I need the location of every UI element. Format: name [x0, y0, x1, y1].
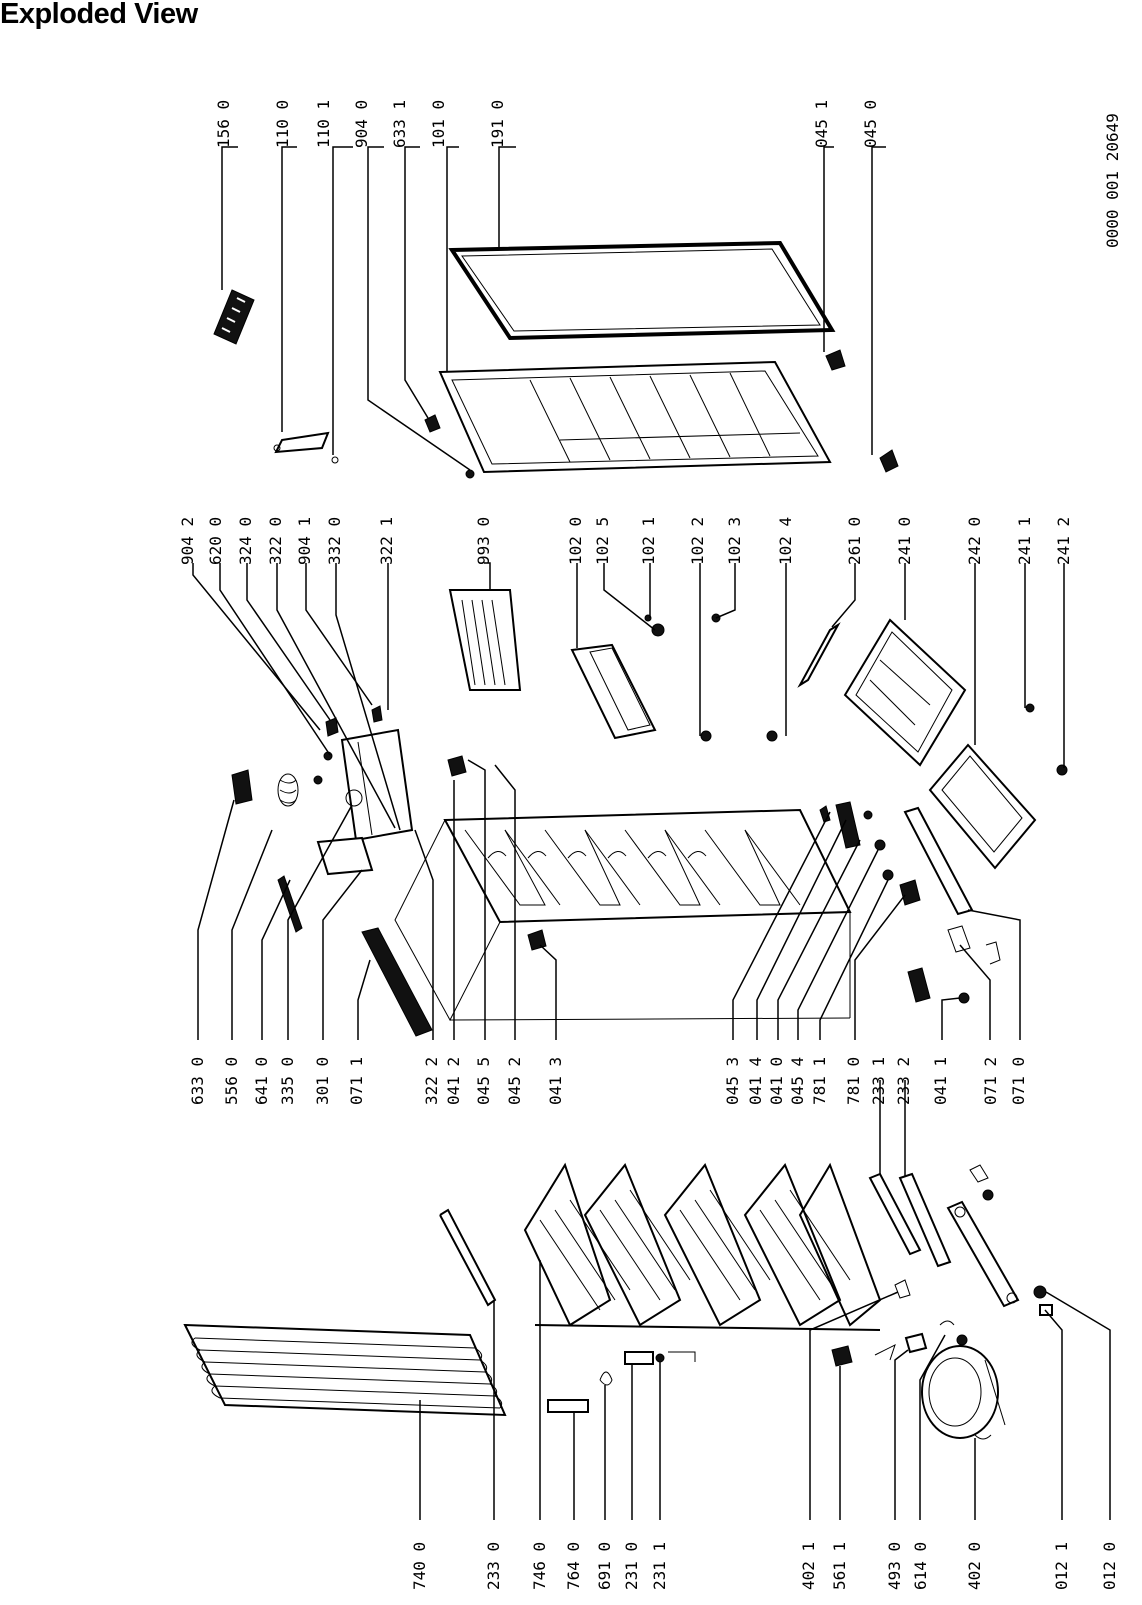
callout-label: 904 1 [295, 517, 314, 565]
callout-label: 102 4 [776, 517, 795, 565]
callout-label: 402 1 [799, 1542, 818, 1590]
callout-label: 233 2 [894, 1057, 913, 1105]
callout-label: 493 0 [885, 1542, 904, 1590]
callout-label: 045 5 [474, 1057, 493, 1105]
callout-label: 041 0 [767, 1057, 786, 1105]
callout-label: 233 0 [484, 1542, 503, 1590]
callout-label: 633 0 [188, 1057, 207, 1105]
compressor-feet [1033, 1285, 1053, 1316]
door-inner-panel [438, 360, 832, 474]
callout-label: 102 2 [688, 517, 707, 565]
callout-label: 191 0 [488, 100, 507, 148]
callout-label: 241 1 [1015, 517, 1034, 565]
callout-label: 041 3 [546, 1057, 565, 1105]
callout-label: 242 0 [965, 517, 984, 565]
callout-labels-top: 156 0 110 0 110 1 904 0 633 1 101 0 191 0 045 1… [214, 100, 880, 148]
callout-label: 904 0 [352, 100, 371, 148]
callout-label: 231 0 [622, 1542, 641, 1590]
callout-label: 110 1 [314, 100, 333, 148]
upper-grille [448, 589, 522, 691]
callout-labels-upper: 904 2 620 0 324 0 322 0 904 1 332 0 322 1 993 0… [178, 517, 1073, 565]
base-trim [903, 806, 1001, 1004]
callout-label: 904 2 [178, 517, 197, 565]
callout-label: 335 0 [278, 1057, 297, 1105]
callout-label: 324 0 [236, 517, 255, 565]
drawer-small [928, 743, 1037, 870]
callout-label: 233 1 [869, 1057, 888, 1105]
callout-label: 620 0 [206, 517, 225, 565]
callout-label: 071 2 [981, 1057, 1000, 1105]
callout-label: 764 0 [564, 1542, 583, 1590]
callout-label: 781 1 [810, 1057, 829, 1105]
callout-label: 102 3 [725, 517, 744, 565]
callout-label: 101 0 [429, 100, 448, 148]
leader-lines-top [221, 146, 886, 471]
document-number: 0000 001 20649 [1103, 113, 1122, 248]
callout-label: 231 1 [650, 1542, 669, 1590]
callout-label: 041 1 [931, 1057, 950, 1105]
callout-label: 641 0 [252, 1057, 271, 1105]
control-panel [313, 705, 414, 876]
callout-label: 993 0 [474, 517, 493, 565]
door-gasket [448, 240, 836, 341]
callout-label: 322 1 [377, 517, 396, 565]
callout-label: 041 4 [746, 1057, 765, 1105]
callout-label: 740 0 [410, 1542, 429, 1590]
callout-label: 012 0 [1100, 1542, 1119, 1590]
cabinet-body [394, 808, 852, 1022]
callout-label: 691 0 [595, 1542, 614, 1590]
callout-label: 332 0 [325, 517, 344, 565]
callout-label: 071 0 [1009, 1057, 1028, 1105]
rail-strip [797, 622, 841, 688]
support-rod [439, 1208, 497, 1307]
callout-label: 071 1 [347, 1057, 366, 1105]
leader-lines-lower [197, 759, 1021, 1180]
callout-label: 633 1 [390, 100, 409, 148]
callout-label: 045 1 [812, 100, 831, 148]
callout-label: 241 0 [895, 517, 914, 565]
callout-label: 045 4 [788, 1057, 807, 1105]
callout-labels-bottom: 740 0 233 0 746 0 764 0 691 0 231 0 231 1 402 1… [410, 1542, 1119, 1590]
callout-label: 110 0 [273, 100, 292, 148]
callout-label: 045 0 [861, 100, 880, 148]
drawer-large [843, 618, 967, 767]
callout-label: 041 2 [444, 1057, 463, 1105]
callout-label: 102 1 [639, 517, 658, 565]
callout-label: 561 1 [830, 1542, 849, 1590]
callout-label: 322 2 [422, 1057, 441, 1105]
callout-label: 241 2 [1054, 517, 1073, 565]
thermostat-parts [231, 769, 303, 933]
small-hinge-parts [424, 349, 899, 479]
callout-label: 322 0 [266, 517, 285, 565]
page-title: Exploded View [0, 0, 198, 30]
leader-lines-bottom [419, 1260, 1111, 1520]
callout-label: 012 1 [1052, 1542, 1071, 1590]
callout-label: 301 0 [313, 1057, 332, 1105]
compressor [921, 1320, 1006, 1440]
condenser-coil [183, 1323, 507, 1417]
callout-label: 102 5 [593, 517, 612, 565]
callout-label: 781 0 [844, 1057, 863, 1105]
callout-label: 045 2 [505, 1057, 524, 1105]
callout-label: 102 0 [566, 517, 585, 565]
callout-label: 614 0 [911, 1542, 930, 1590]
support-brackets [868, 1172, 952, 1299]
callout-label: 261 0 [845, 517, 864, 565]
evaporator-shelves [523, 1162, 882, 1331]
callout-label: 402 0 [965, 1542, 984, 1590]
door-shelf [570, 613, 778, 742]
callout-label: 156 0 [214, 100, 233, 148]
leader-lines-upper [192, 562, 1065, 831]
callout-label: 746 0 [530, 1542, 549, 1590]
small-bottom-parts [547, 1332, 928, 1413]
base-rail [946, 1164, 1020, 1308]
rear-trim [361, 927, 433, 1037]
handle-part [273, 431, 339, 464]
callout-label: 556 0 [222, 1057, 241, 1105]
small-clips [1025, 703, 1068, 776]
ice-tray [213, 289, 255, 345]
callout-label: 045 3 [723, 1057, 742, 1105]
